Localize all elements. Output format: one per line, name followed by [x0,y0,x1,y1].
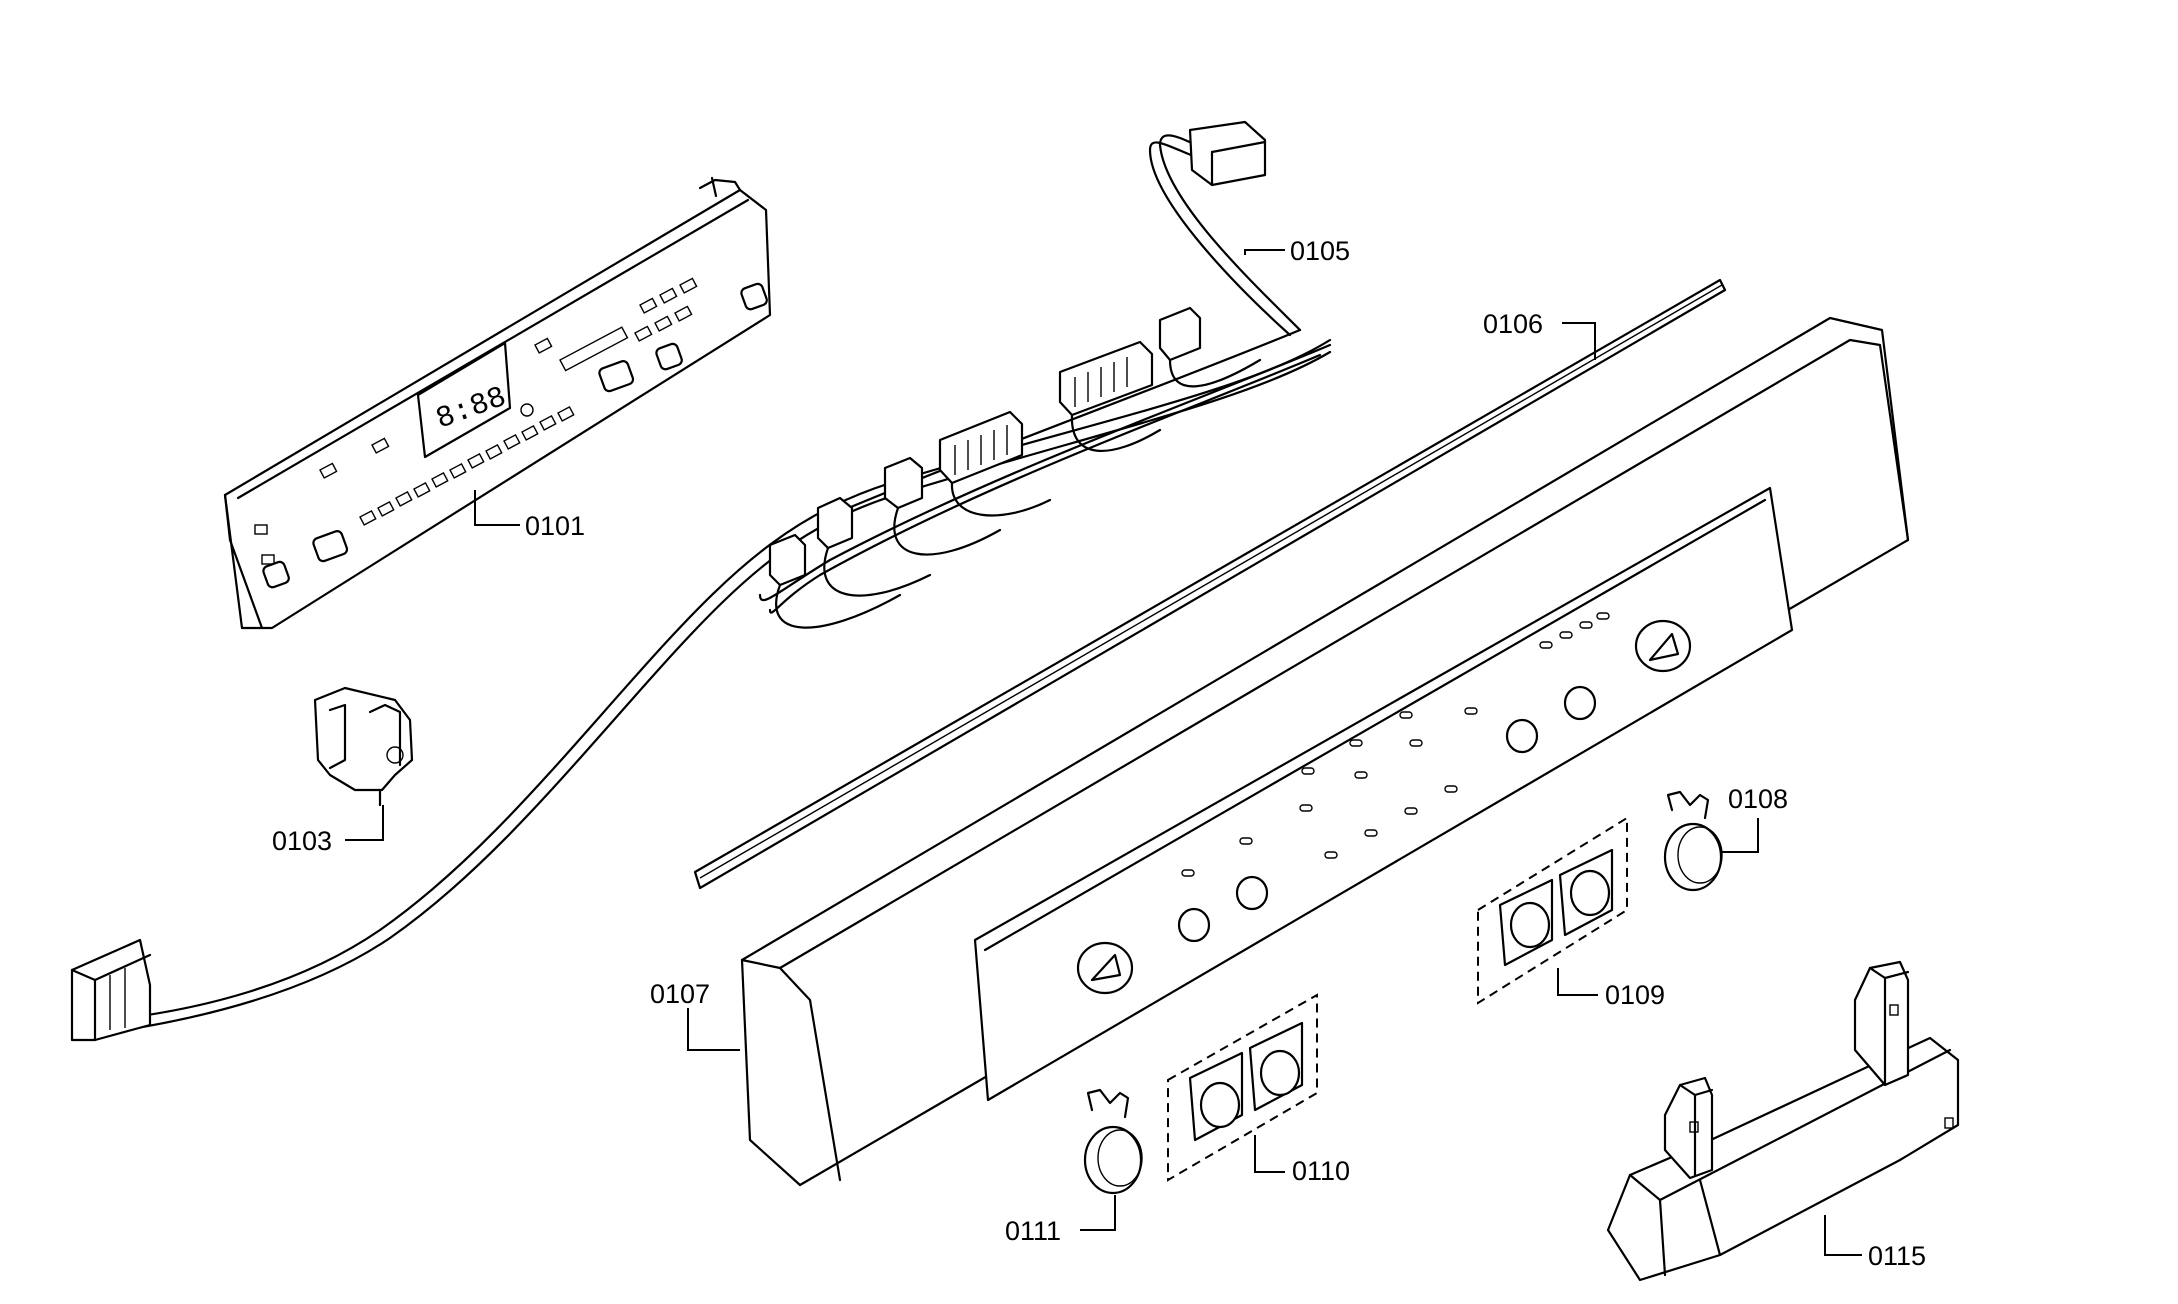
knob-pair-0110[interactable] [1167,993,1318,1182]
label-0108: 0108 [1728,784,1788,814]
label-0111: 0111 [1005,1216,1061,1246]
label-0105: 0105 [1290,236,1350,266]
leader-0115 [1824,1215,1862,1256]
control-panel-0107[interactable] [740,316,1910,1187]
panel-knob-left[interactable] [1076,941,1134,995]
label-0110: 0110 [1292,1156,1350,1186]
leader-0108 [1720,818,1759,853]
panel-knob-right[interactable] [1634,619,1692,673]
leader-0111 [1080,1195,1116,1231]
leader-0106 [1562,322,1596,360]
label-0107: 0107 [650,979,710,1009]
wiring-harness-0105[interactable] [70,120,1332,1042]
leader-0107 [687,1008,740,1051]
leader-0109 [1557,968,1598,996]
knob-0108[interactable] [1663,790,1723,892]
housing-bracket-0115[interactable] [1606,960,1960,1282]
label-0109: 0109 [1605,980,1665,1010]
knob-pair-0109[interactable] [1477,816,1628,1005]
leader-0101 [474,490,520,526]
gasket-strip-0106[interactable] [693,278,1727,890]
leader-0103 [345,805,384,841]
label-0103: 0103 [272,826,332,856]
leader-0105 [1244,249,1285,255]
leader-0110 [1254,1135,1285,1173]
knob-0111[interactable] [1083,1088,1143,1195]
control-board-0101[interactable]: 8:88 [223,176,772,630]
label-0101: 0101 [525,511,585,541]
switch-bracket-0103[interactable] [313,686,414,807]
label-0115: 0115 [1868,1241,1926,1271]
label-0106: 0106 [1483,309,1543,339]
